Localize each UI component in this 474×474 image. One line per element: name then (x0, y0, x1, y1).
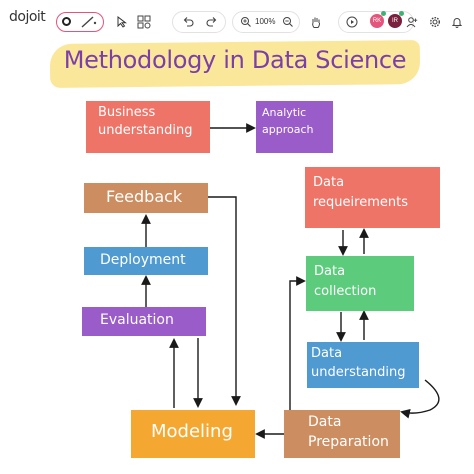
box-collection-line2: collection (314, 283, 377, 299)
zoom-out-icon[interactable] (278, 12, 298, 32)
box-preparation-line2: Preparation (308, 434, 389, 451)
arrow-preparation-to-collection (289, 276, 306, 412)
avatar-rk[interactable]: RK (370, 14, 384, 28)
lasso-icon[interactable] (62, 17, 71, 26)
box-data-collection[interactable]: Data collection (306, 256, 414, 311)
online-badge (399, 11, 404, 16)
box-evaluation[interactable]: Evaluation (82, 307, 206, 336)
box-modeling-label: Modeling (151, 421, 233, 442)
box-analytic-approach[interactable]: Analytic approach (256, 101, 333, 153)
box-data-preparation[interactable]: Data Preparation (284, 410, 400, 458)
avatar-ir[interactable]: IR (388, 14, 402, 28)
box-data-understanding[interactable]: Data understanding (307, 342, 419, 388)
online-badge (381, 11, 386, 16)
session-controls (338, 11, 414, 33)
zoom-level[interactable]: 100% (255, 17, 276, 26)
settings-icon[interactable] (425, 12, 445, 32)
box-deployment[interactable]: Deployment (84, 247, 208, 275)
box-collection-line1: Data (314, 264, 346, 279)
box-requirements-line1: Data (313, 175, 345, 190)
add-user-icon[interactable] (402, 12, 422, 32)
diagram-title: Methodology in Data Science (63, 46, 407, 74)
drawing-tool-group[interactable] (56, 12, 104, 32)
shapes-icon[interactable] (134, 12, 154, 32)
arrow-understanding-to-preparation (400, 379, 440, 419)
box-deployment-label: Deployment (100, 252, 186, 268)
pointer-icon[interactable] (112, 12, 132, 32)
hand-icon[interactable] (306, 12, 326, 32)
box-data-requirements[interactable]: Data requeirements (305, 167, 440, 228)
play-icon[interactable] (342, 12, 362, 32)
box-analytic-line1: Analytic (262, 106, 307, 119)
bell-icon[interactable] (447, 12, 467, 32)
history-controls (172, 11, 226, 33)
box-modeling[interactable]: Modeling (131, 410, 255, 458)
box-business-line2: understanding (98, 122, 193, 138)
zoom-controls (232, 11, 300, 33)
box-analytic-line2: approach (262, 122, 314, 136)
top-toolbar: dojoit 100% RK IR (0, 0, 474, 40)
box-understanding-line2: understanding (311, 364, 406, 380)
zoom-in-icon[interactable] (236, 12, 256, 32)
box-feedback[interactable]: Feedback (84, 183, 208, 213)
box-feedback-label: Feedback (106, 187, 183, 206)
box-business-understanding[interactable]: Business understanding (86, 101, 210, 153)
undo-icon[interactable] (178, 12, 198, 32)
box-understanding-line1: Data (311, 346, 343, 361)
pen-icon[interactable] (79, 15, 97, 29)
redo-icon[interactable] (202, 12, 222, 32)
box-requirements-line2: requeirements (313, 194, 408, 210)
box-business-line1: Business (98, 105, 156, 120)
box-preparation-line1: Data (308, 414, 342, 430)
arrow-feedback-to-modeling (208, 196, 241, 406)
box-evaluation-label: Evaluation (100, 312, 174, 328)
app-logo: dojoit (9, 9, 46, 25)
